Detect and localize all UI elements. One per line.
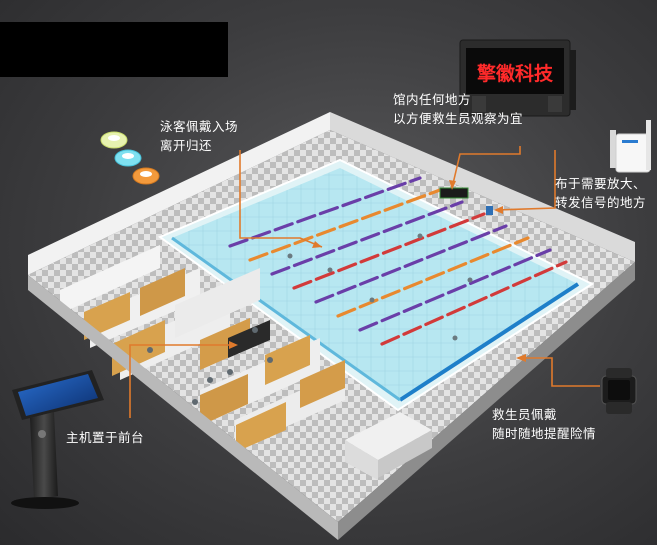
title-redaction-block — [0, 22, 228, 77]
signal-repeater-icon — [610, 120, 651, 173]
wristband-caption-line1: 泳客佩戴入场 — [160, 119, 239, 134]
wristband-caption-line2: 离开归还 — [160, 138, 213, 153]
pool-edge-strip-front — [171, 236, 401, 402]
display-caption-line2: 以方便救生员观察为宜 — [393, 111, 524, 126]
repeater-caption: 布于需要放大、 转发信号的地方 — [555, 174, 646, 212]
pool-edge-strip — [398, 282, 580, 402]
host-caption: 主机置于前台 — [66, 428, 144, 447]
led-sign-text: 擎徽科技 — [477, 62, 554, 85]
repeater-caption-line1: 布于需要放大、 — [555, 176, 647, 191]
watch-caption: 救生员佩戴 随时随地提醒险情 — [492, 405, 596, 443]
storage-room — [345, 412, 432, 480]
watch-caption-line1: 救生员佩戴 — [492, 407, 558, 422]
repeater-caption-line2: 转发信号的地方 — [555, 195, 647, 210]
watch-caption-line2: 随时随地提醒险情 — [492, 426, 597, 441]
callout-lines — [129, 146, 600, 418]
host-caption-line1: 主机置于前台 — [66, 430, 145, 445]
lane-ropes — [228, 176, 568, 346]
pool-water — [172, 168, 578, 400]
touchscreen-kiosk-icon — [11, 370, 104, 509]
led-display-board-icon: 擎徽科技 — [459, 39, 576, 117]
wristband-caption: 泳客佩戴入场 离开归还 — [160, 117, 238, 155]
callout-arrowheads — [229, 180, 526, 362]
display-caption-line1: 馆内任何地方 — [393, 92, 472, 107]
back-wall-right — [330, 112, 635, 262]
wall-display-board — [439, 187, 469, 199]
swimmers — [287, 233, 473, 341]
wall-repeater — [486, 206, 493, 215]
front-wall-right — [338, 262, 635, 540]
display-caption: 馆内任何地方 以方便救生员观察为宜 — [393, 90, 523, 128]
smart-watch-icon — [601, 368, 637, 414]
front-wall-left — [28, 275, 338, 540]
wristband-tag-icon — [100, 131, 160, 185]
back-wall-left — [28, 112, 330, 275]
